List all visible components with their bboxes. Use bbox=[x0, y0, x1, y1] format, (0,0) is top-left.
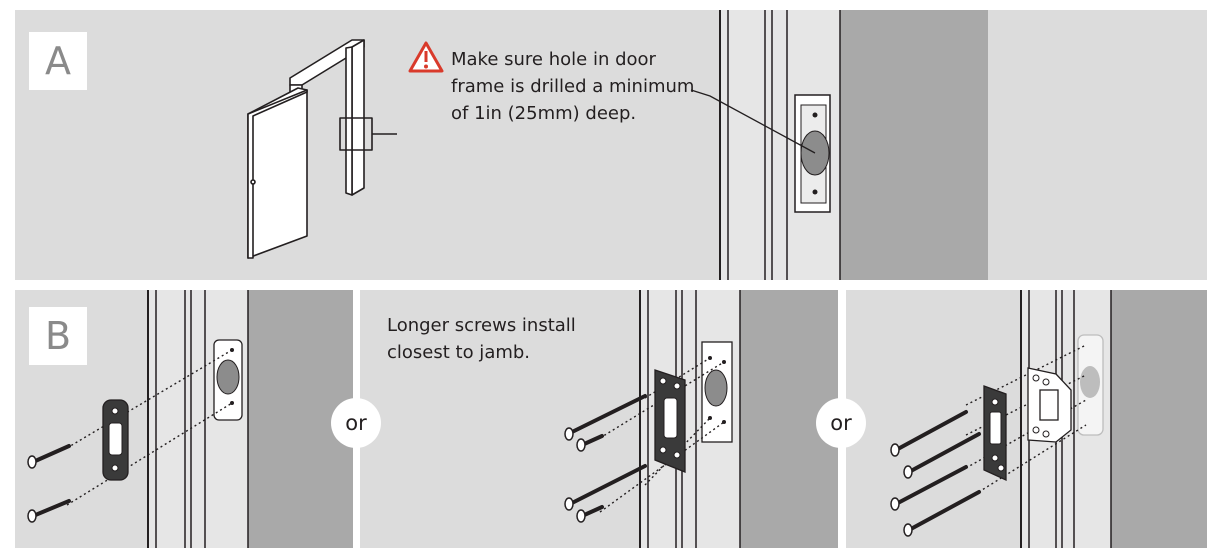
step-b-option-2-panel: Longer screws install closest to jamb. bbox=[360, 290, 838, 548]
step-a-panel: A Make sure hole in door frame is drille… bbox=[15, 10, 1207, 280]
step-a-illustration bbox=[247, 10, 988, 280]
or-separator-badge: or bbox=[331, 398, 381, 448]
or-separator-badge: or bbox=[816, 398, 866, 448]
step-b-label: B bbox=[29, 307, 87, 365]
warning-line: Make sure hole in door bbox=[451, 49, 656, 70]
drill-depth-warning: Make sure hole in door frame is drilled … bbox=[451, 46, 694, 127]
screw-placement-note: Longer screws install closest to jamb. bbox=[387, 312, 576, 366]
long-screw-icon bbox=[564, 394, 647, 441]
screw-icon bbox=[27, 499, 71, 523]
standard-strike-plate-drawing bbox=[27, 290, 353, 548]
note-line: closest to jamb. bbox=[387, 342, 531, 363]
short-screw-icon bbox=[576, 434, 604, 452]
screw-icon bbox=[27, 444, 71, 469]
short-screw-icon bbox=[576, 505, 604, 523]
step-b-option-3-panel bbox=[846, 290, 1207, 548]
warning-line: frame is drilled a minimum bbox=[451, 76, 695, 97]
adjustable-strike-drawing bbox=[890, 290, 1207, 548]
screw-icon bbox=[890, 465, 968, 511]
warning-triangle-icon bbox=[408, 41, 444, 73]
screw-icon bbox=[903, 490, 981, 537]
jamb-closeup-drawing bbox=[690, 10, 988, 280]
door-frame-overview-drawing bbox=[247, 39, 397, 259]
step-b-option-1-panel: B bbox=[15, 290, 353, 548]
warning-line: of 1in (25mm) deep. bbox=[451, 103, 637, 124]
screw-icon bbox=[903, 432, 981, 479]
step-a-label: A bbox=[29, 32, 87, 90]
reinforced-strike-plate-drawing bbox=[564, 290, 838, 548]
screw-icon bbox=[890, 410, 968, 457]
long-screw-icon bbox=[564, 464, 647, 511]
note-line: Longer screws install bbox=[387, 315, 576, 336]
